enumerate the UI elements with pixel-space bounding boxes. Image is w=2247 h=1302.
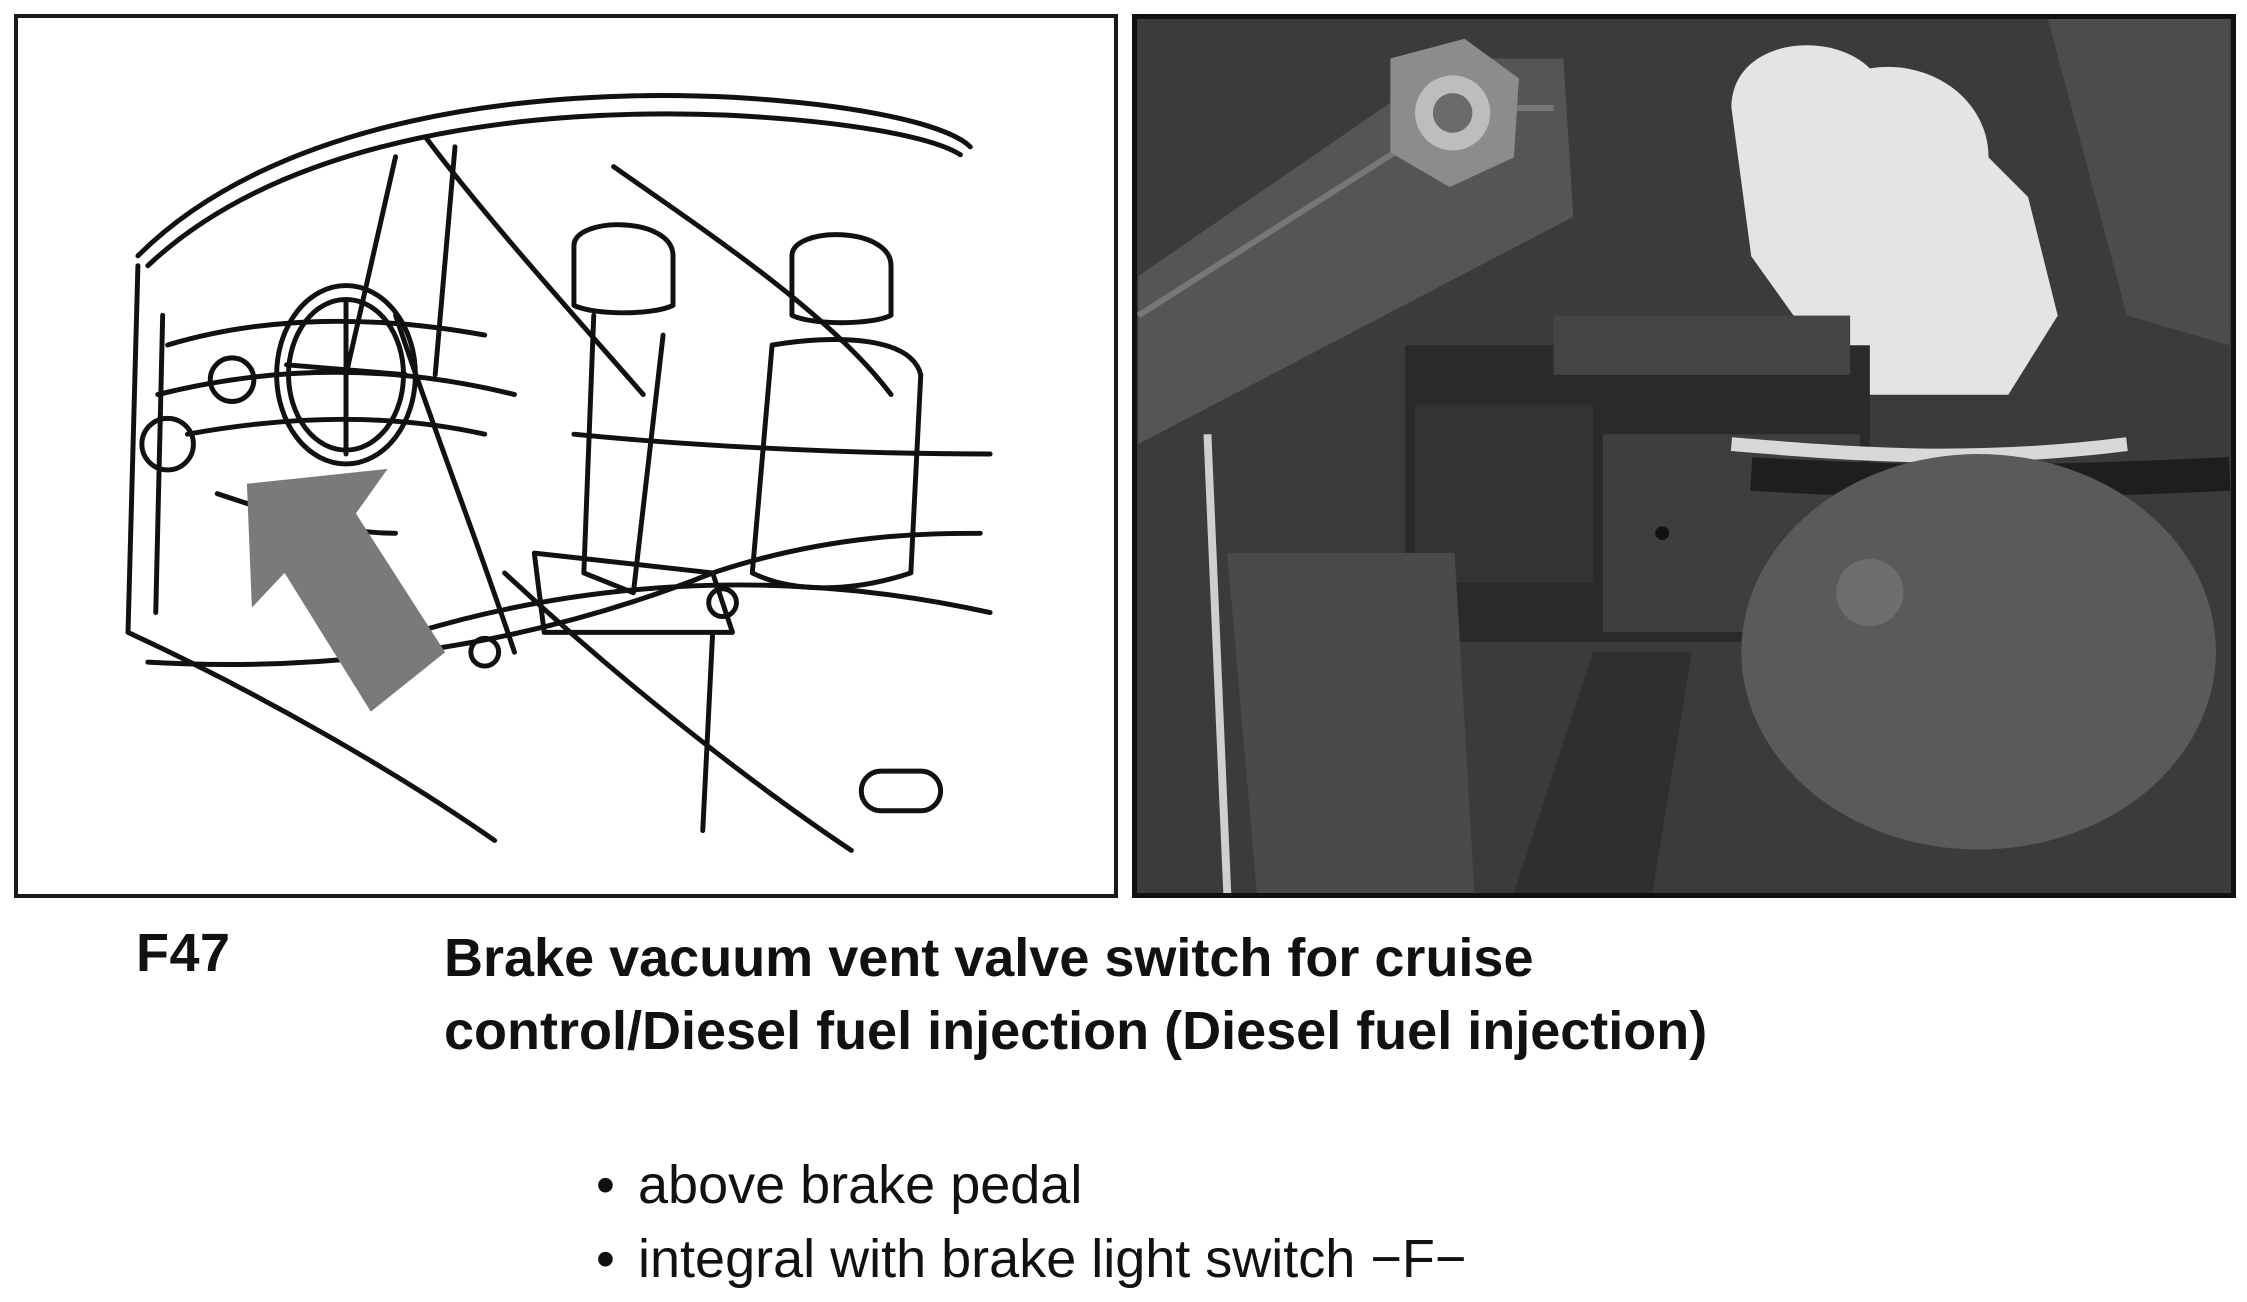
location-note-text: above brake pedal [638, 1155, 1083, 1215]
brake-switch-photo [1137, 19, 2231, 893]
component-title-line2: control/Diesel fuel injection (Diesel fu… [444, 1001, 1708, 1061]
bullet-icon: • [596, 1229, 615, 1289]
location-note-text: integral with brake light switch −F− [638, 1229, 1467, 1289]
switch-location-photo [1132, 14, 2236, 898]
location-notes: • above brake pedal • integral with brake … [596, 1148, 1466, 1296]
car-interior-line-drawing [125, 93, 993, 853]
bullet-icon: • [596, 1155, 615, 1215]
location-note: • above brake pedal [596, 1148, 1466, 1222]
locator-arrow [246, 468, 446, 712]
location-note: • integral with brake light switch −F− [596, 1222, 1466, 1296]
component-title-line1: Brake vacuum vent valve switch for cruis… [444, 928, 1534, 988]
component-title: Brake vacuum vent valve switch for cruis… [444, 922, 1944, 1068]
interior-locator-drawing [14, 14, 1118, 898]
component-code: F47 [136, 923, 231, 983]
